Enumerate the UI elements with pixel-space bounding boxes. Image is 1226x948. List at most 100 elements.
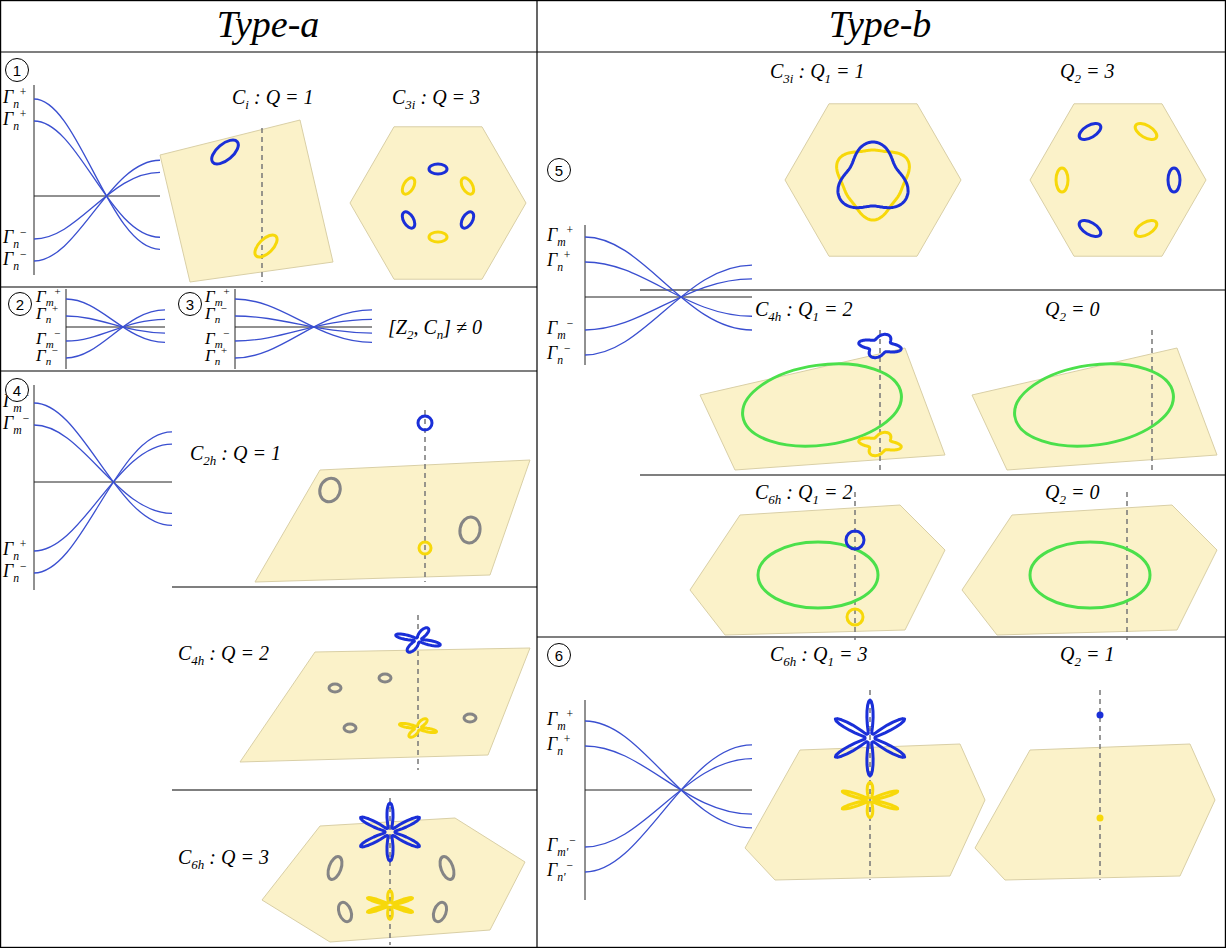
band-label: Γn−: [547, 344, 571, 364]
band-curve: [235, 316, 372, 333]
nodal-point: [1097, 712, 1104, 719]
fermi-level: [34, 196, 160, 197]
symmetry-label: Q2 = 0: [1045, 481, 1099, 503]
grid-line: [0, 51, 1226, 52]
nodal-loop: [316, 475, 343, 504]
rotation-axis: [854, 492, 856, 640]
fermi-level: [66, 327, 165, 328]
nodal-loop: [1133, 217, 1160, 239]
column-header: Type-b: [829, 4, 932, 46]
nodal-loop: [859, 334, 901, 357]
grid-line: [172, 789, 537, 790]
nodal-loop: [1168, 168, 1180, 192]
rotation-axis: [424, 410, 426, 582]
energy-axis: [66, 289, 67, 369]
nodal-loop: [437, 855, 456, 882]
band-label: Γn−: [3, 250, 27, 270]
nodal-loop: [1030, 542, 1150, 608]
band-label: Γn+: [3, 110, 27, 130]
nodal-loop: [459, 176, 477, 197]
symmetry-label: Q2 = 1: [1060, 643, 1114, 665]
band-label: Γn−: [3, 562, 27, 582]
energy-axis: [585, 225, 586, 365]
nodal-loop: [429, 164, 447, 174]
band-label: Γm+: [547, 226, 574, 246]
band-curve: [34, 403, 172, 525]
nodal-point: [1097, 815, 1104, 822]
energy-axis: [34, 385, 35, 590]
grid-line: [0, 370, 537, 371]
nodal-loop: [859, 432, 901, 455]
nodal-loop: [419, 542, 431, 554]
nodal-loop: [837, 150, 910, 220]
symmetry-label: [Z2, Cn] ≠ 0: [388, 316, 482, 338]
nodal-loop: [464, 714, 476, 722]
symmetry-label: C6h : Q1 = 3: [770, 643, 867, 665]
nodal-loop: [400, 719, 437, 738]
nodal-loop: [758, 542, 878, 608]
brillouin-zone: [255, 460, 530, 582]
band-curve: [235, 319, 372, 341]
nodal-loop: [329, 684, 341, 692]
band-label: Γn'−: [547, 861, 573, 881]
nodal-loop: [344, 724, 356, 732]
symmetry-label: C4h : Q1 = 2: [755, 298, 852, 320]
band-curve: [34, 121, 160, 237]
symmetry-label: Q2 = 0: [1045, 298, 1099, 320]
nodal-loop: [846, 531, 864, 549]
symmetry-label: C2h : Q = 1: [190, 442, 281, 464]
callout-number: 5: [555, 163, 563, 178]
grid-line: [640, 474, 1226, 475]
brillouin-zone: [240, 648, 530, 762]
band-label: Γn+: [3, 88, 27, 108]
band-curve: [66, 316, 165, 333]
grid-line: [172, 586, 537, 587]
nodal-loop: [325, 855, 344, 882]
nodal-loop: [400, 176, 418, 197]
nodal-loop: [1077, 217, 1104, 239]
rotation-axis: [389, 798, 391, 945]
fermi-level: [585, 297, 752, 298]
band-curve: [66, 319, 165, 341]
fermi-level: [34, 482, 172, 483]
band-label: Γm'−: [547, 836, 576, 856]
grid-line: [536, 0, 537, 948]
circled-number: 2: [8, 292, 32, 316]
callout-number: 1: [13, 63, 21, 78]
nodal-loop: [379, 674, 391, 682]
brillouin-zone: [350, 127, 526, 279]
grid-line: [0, 286, 537, 287]
band-label: Γn+: [3, 540, 27, 560]
circled-number: 5: [547, 158, 571, 182]
band-label: Γn+: [36, 305, 59, 324]
rotation-axis: [1126, 492, 1128, 640]
symmetry-label: Q2 = 3: [1060, 60, 1114, 82]
column-header: Type-a: [217, 4, 320, 46]
energy-axis: [235, 289, 236, 369]
band-curve: [34, 99, 160, 249]
nodal-loop: [1133, 120, 1160, 142]
callout-number: 2: [16, 297, 24, 312]
nodal-loop: [835, 700, 904, 776]
callout-number: 4: [13, 383, 21, 398]
brillouin-zone: [745, 744, 985, 880]
band-label: Γn+: [205, 347, 228, 366]
symmetry-label: Ci : Q = 1: [232, 86, 314, 108]
band-curve: [585, 265, 752, 355]
band-label: Γn−: [36, 347, 59, 366]
nodal-loop: [737, 354, 907, 455]
energy-axis: [34, 85, 35, 275]
brillouin-zone: [700, 348, 945, 470]
rotation-axis: [869, 690, 871, 880]
rotation-axis: [1151, 330, 1153, 470]
symmetry-label: C6h : Q = 3: [178, 846, 269, 868]
nodal-loop: [431, 901, 449, 924]
band-curve: [34, 432, 172, 573]
nodal-loop: [396, 628, 440, 652]
rotation-axis: [879, 330, 881, 470]
brillouin-zone: [690, 505, 945, 635]
nodal-loop: [418, 416, 432, 430]
nodal-loop: [368, 891, 413, 920]
